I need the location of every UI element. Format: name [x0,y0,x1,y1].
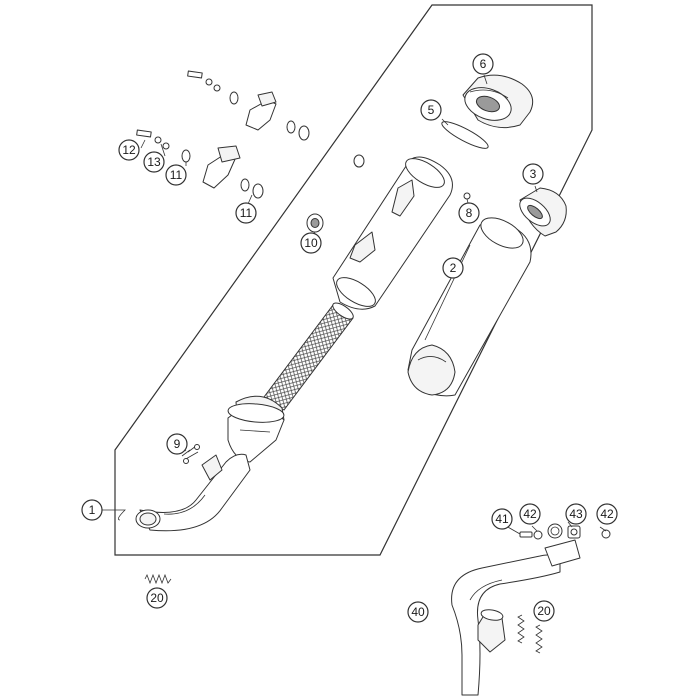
clip-part [181,444,200,464]
link-pipe-part [135,453,251,532]
upper-bracket-group [187,70,310,141]
callout-8: 8 [458,202,480,224]
sensor-group [519,523,611,567]
callout-label: 10 [304,236,318,250]
screw-part [463,192,471,200]
callout-5: 5 [420,99,442,121]
callout-10: 10 [300,232,322,254]
spring-part-right-a [517,614,525,644]
callout-20-left: 20 [146,587,168,609]
spring-part-left [144,573,172,585]
callout-label: 11 [170,168,183,182]
grommet-part-10 [306,213,324,233]
callout-13: 13 [143,151,165,173]
silencer-body [332,156,453,310]
callout-42-right: 42 [596,503,618,525]
callout-label: 5 [428,103,435,117]
callout-label: 8 [466,206,473,220]
callout-label: 20 [150,591,164,605]
callout-41: 41 [491,508,513,530]
callout-label: 3 [530,167,537,181]
callout-label: 43 [569,507,583,521]
perforated-core [263,302,354,411]
spring-part-right-b [535,624,543,654]
callout-11-lower: 11 [165,164,187,186]
callout-label: 2 [450,261,457,275]
callout-11-right: 11 [235,202,257,224]
gasket-ring-part [441,121,489,149]
callout-6: 6 [472,53,494,75]
callout-42-left: 42 [519,503,541,525]
callout-40: 40 [407,601,429,623]
callout-label: 42 [600,507,614,521]
callout-label: 1 [89,503,96,517]
grommet-part-upper [353,154,365,168]
callout-label: 11 [240,206,253,220]
callout-label: 20 [537,604,551,618]
callout-9: 9 [166,433,188,455]
callout-label: 9 [174,437,181,451]
end-cap-part [462,74,534,129]
callout-2: 2 [442,257,464,279]
callout-12: 12 [118,139,140,161]
header-pipe-part [451,554,561,696]
callout-label: 13 [147,155,161,169]
callout-label: 6 [480,57,487,71]
end-cone-part [519,187,567,237]
callout-3: 3 [522,163,544,185]
callout-label: 40 [411,605,425,619]
callout-label: 42 [523,507,537,521]
lower-bracket-group [136,129,264,199]
silencer-sleeve-part [407,217,532,397]
core-cone [227,395,285,463]
callout-label: 41 [495,512,509,526]
callout-43: 43 [565,503,587,525]
callout-label: 12 [122,143,136,157]
assembly-frame [114,4,593,556]
callout-20-right: 20 [533,600,555,622]
callout-1: 1 [81,499,103,521]
